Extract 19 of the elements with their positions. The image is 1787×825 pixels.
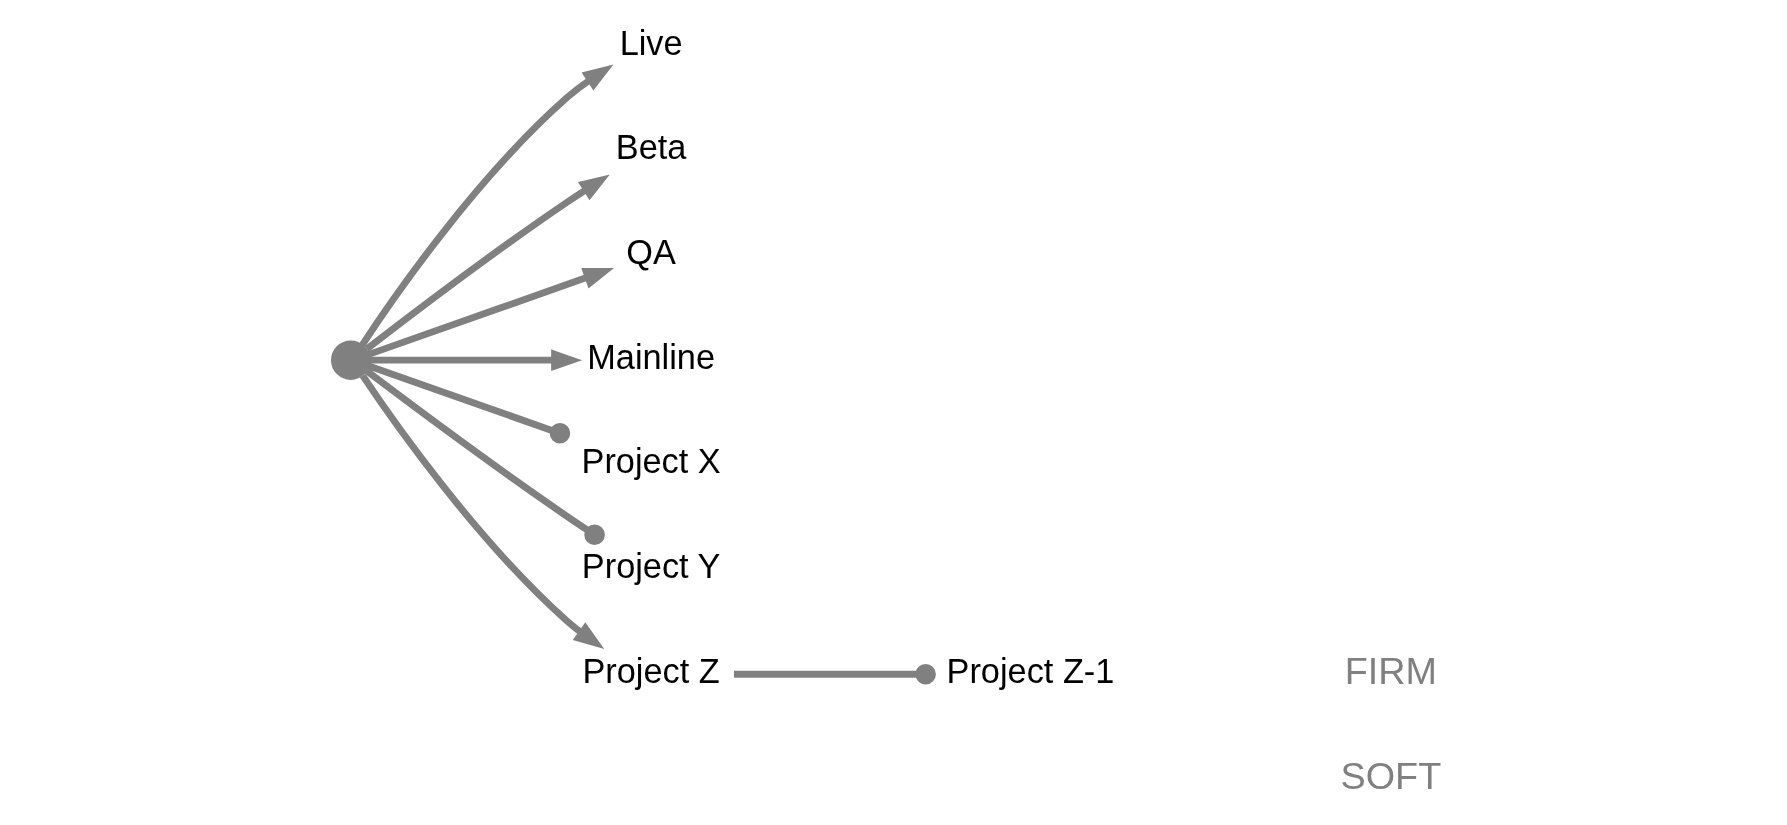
node-text: Live [619, 23, 683, 62]
node-text: Project X [581, 442, 721, 481]
node-text: Beta [615, 128, 686, 167]
arrow [358, 64, 613, 347]
node-circle [330, 340, 370, 380]
node-text: Mainline [586, 337, 715, 376]
label: SOFT [1340, 754, 1441, 797]
connector [367, 362, 570, 444]
arrow [369, 349, 582, 371]
node-text: Project Z-1 [946, 651, 1114, 690]
arrow [367, 267, 614, 358]
arrow [359, 373, 604, 650]
node-text: Project Y [581, 547, 720, 586]
node-text: Project Z [581, 651, 720, 690]
label: FIRM [1344, 649, 1437, 692]
connector [733, 663, 936, 685]
arrow [364, 174, 610, 352]
node-text: QA [625, 233, 676, 272]
connector [364, 368, 605, 546]
